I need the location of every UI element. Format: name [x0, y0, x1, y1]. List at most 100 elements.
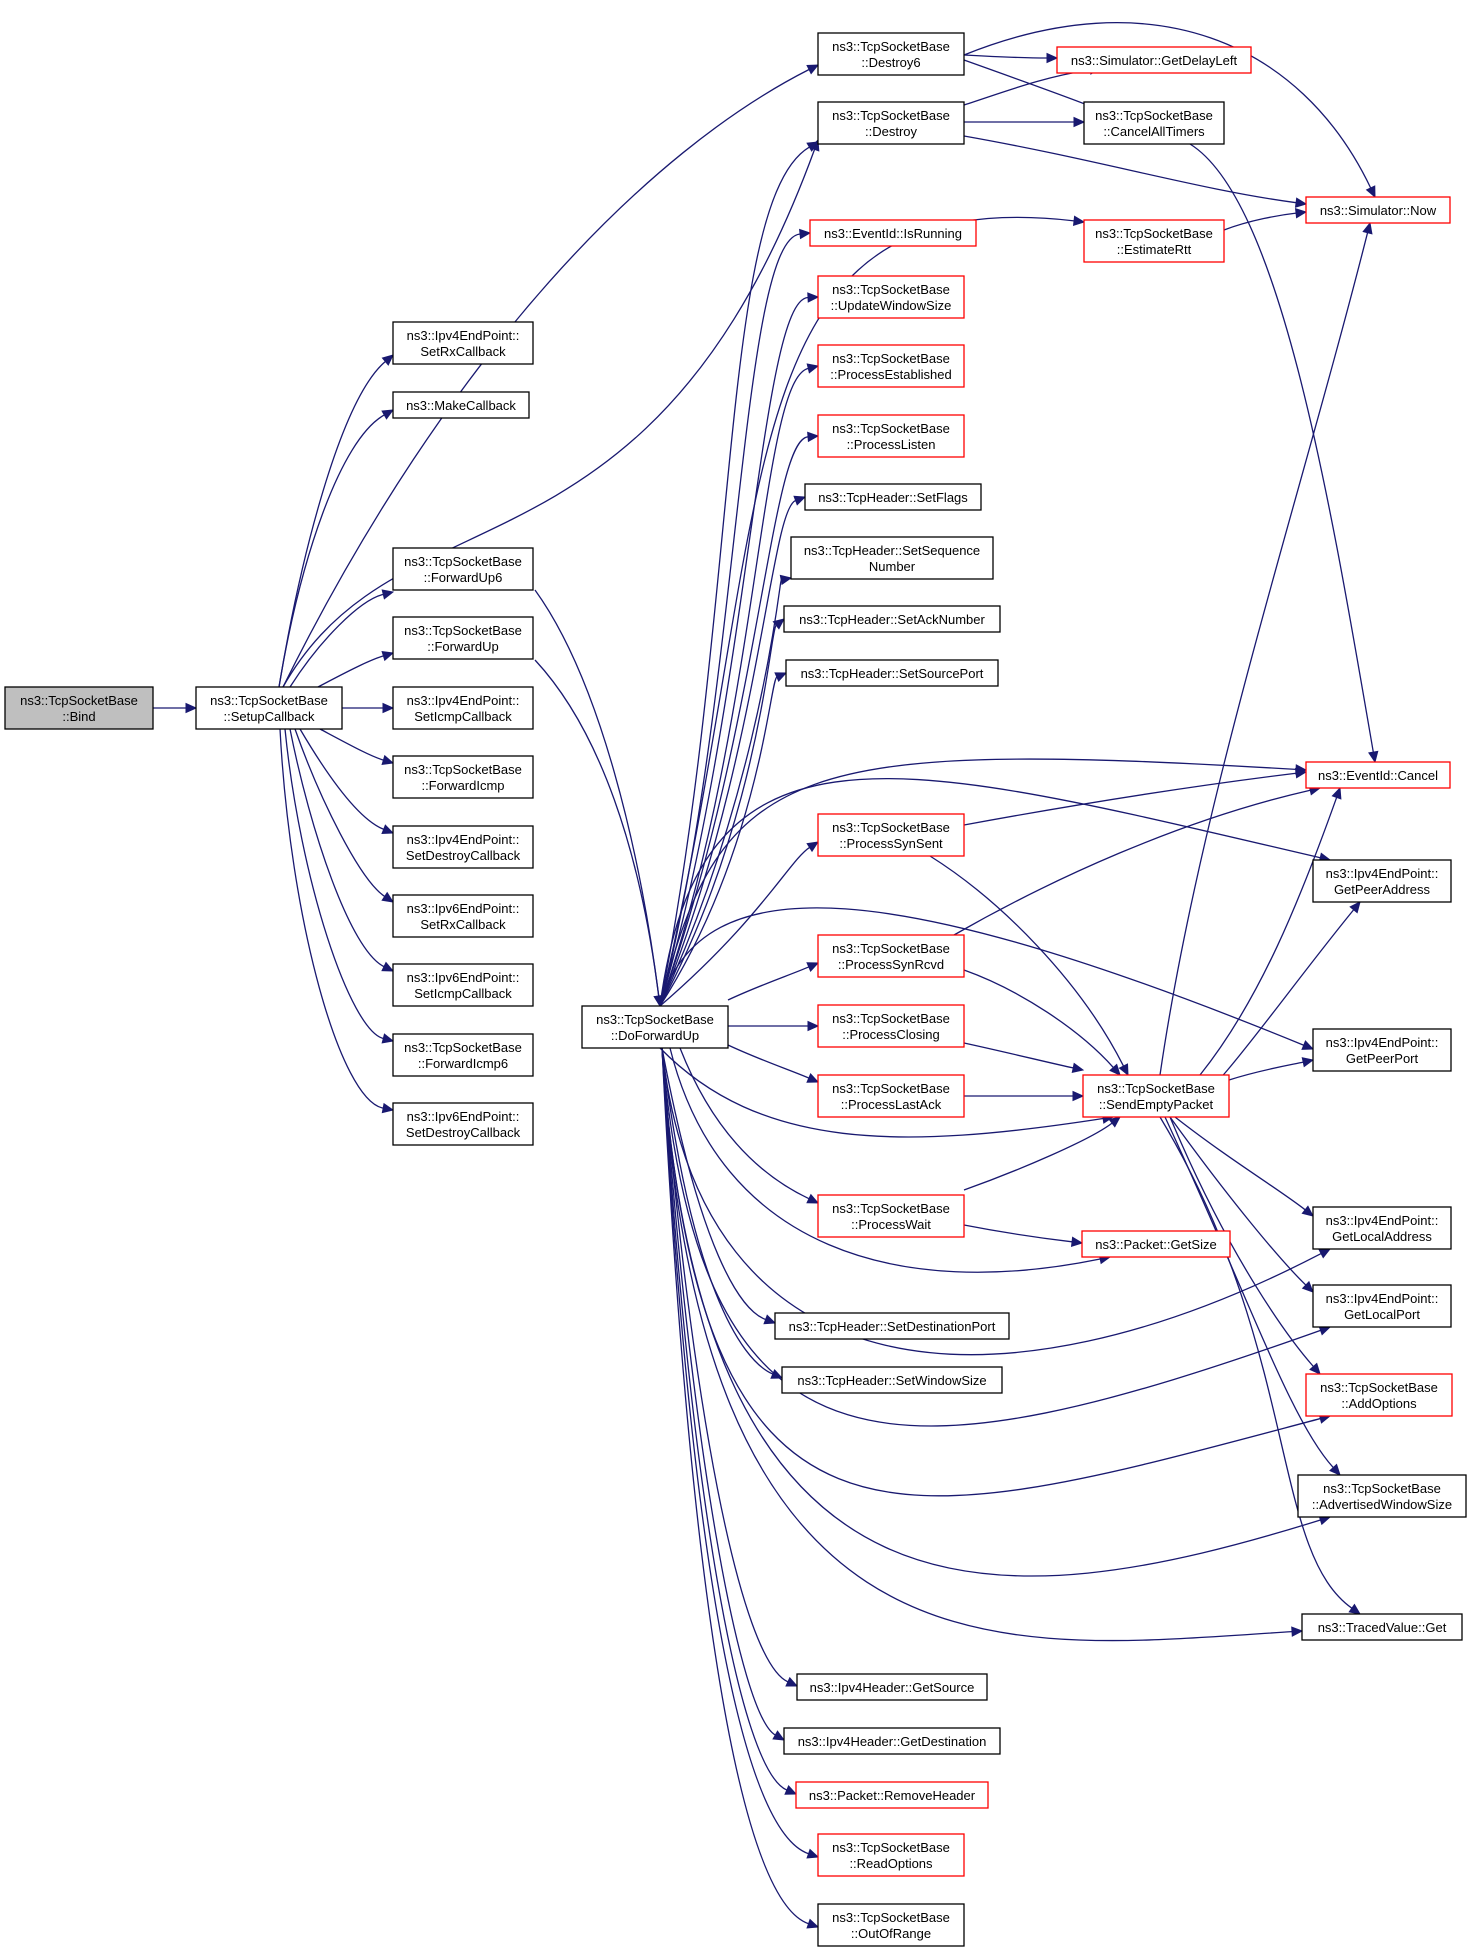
- node-box[interactable]: [783, 1727, 1001, 1755]
- node-box[interactable]: [1305, 761, 1451, 789]
- node-box[interactable]: [817, 101, 965, 145]
- node-box[interactable]: [774, 1312, 1010, 1340]
- node-bind[interactable]: ns3::TcpSocketBase::Bind: [4, 686, 154, 730]
- node-fwdicmp[interactable]: ns3::TcpSocketBase::ForwardIcmp: [392, 755, 534, 799]
- node-box[interactable]: [817, 1903, 965, 1947]
- node-box[interactable]: [817, 32, 965, 76]
- node-box[interactable]: [1056, 46, 1252, 74]
- node-box[interactable]: [392, 1102, 534, 1146]
- node-getdest[interactable]: ns3::Ipv4Header::GetDestination: [783, 1727, 1001, 1755]
- node-addoptions[interactable]: ns3::TcpSocketBase::AddOptions: [1305, 1373, 1453, 1417]
- node-getpeerport[interactable]: ns3::Ipv4EndPoint::GetPeerPort: [1312, 1028, 1452, 1072]
- node-box[interactable]: [809, 219, 977, 247]
- node-box[interactable]: [1305, 196, 1451, 224]
- node-procsynrcvd[interactable]: ns3::TcpSocketBase::ProcessSynRcvd: [817, 934, 965, 978]
- node-evcancel[interactable]: ns3::EventId::Cancel: [1305, 761, 1451, 789]
- node-box[interactable]: [392, 1033, 534, 1077]
- node-ipv6setrx[interactable]: ns3::Ipv6EndPoint::SetRxCallback: [392, 894, 534, 938]
- node-box[interactable]: [1312, 1028, 1452, 1072]
- node-destroy6[interactable]: ns3::TcpSocketBase::Destroy6: [817, 32, 965, 76]
- node-simnow[interactable]: ns3::Simulator::Now: [1305, 196, 1451, 224]
- node-procclosing[interactable]: ns3::TcpSocketBase::ProcessClosing: [817, 1004, 965, 1048]
- node-box[interactable]: [1082, 1074, 1230, 1118]
- node-setdstport[interactable]: ns3::TcpHeader::SetDestinationPort: [774, 1312, 1010, 1340]
- node-box[interactable]: [817, 414, 965, 458]
- node-box[interactable]: [392, 755, 534, 799]
- node-setwinsize[interactable]: ns3::TcpHeader::SetWindowSize: [781, 1366, 1003, 1394]
- node-fwdup6[interactable]: ns3::TcpSocketBase::ForwardUp6: [392, 547, 534, 591]
- node-box[interactable]: [785, 659, 999, 687]
- node-destroy[interactable]: ns3::TcpSocketBase::Destroy: [817, 101, 965, 145]
- node-box[interactable]: [817, 1833, 965, 1877]
- node-setsrcport[interactable]: ns3::TcpHeader::SetSourcePort: [785, 659, 999, 687]
- node-box[interactable]: [1297, 1474, 1467, 1518]
- node-box[interactable]: [817, 1074, 965, 1118]
- node-box[interactable]: [392, 894, 534, 938]
- node-box[interactable]: [1083, 101, 1225, 145]
- node-sendempty[interactable]: ns3::TcpSocketBase::SendEmptyPacket: [1082, 1074, 1230, 1118]
- node-box[interactable]: [795, 1781, 989, 1809]
- node-outofrange[interactable]: ns3::TcpSocketBase::OutOfRange: [817, 1903, 965, 1947]
- node-ipv4setdestroy[interactable]: ns3::Ipv4EndPoint::SetDestroyCallback: [392, 825, 534, 869]
- node-makecb[interactable]: ns3::MakeCallback: [392, 391, 530, 419]
- node-box[interactable]: [790, 536, 994, 580]
- node-box[interactable]: [817, 275, 965, 319]
- node-box[interactable]: [392, 547, 534, 591]
- node-box[interactable]: [1312, 859, 1452, 903]
- node-updatewin[interactable]: ns3::TcpSocketBase::UpdateWindowSize: [817, 275, 965, 319]
- node-tracedget[interactable]: ns3::TracedValue::Get: [1301, 1613, 1463, 1641]
- node-box[interactable]: [796, 1673, 988, 1701]
- node-getlocalport[interactable]: ns3::Ipv4EndPoint::GetLocalPort: [1312, 1284, 1452, 1328]
- node-fwdup[interactable]: ns3::TcpSocketBase::ForwardUp: [392, 616, 534, 660]
- node-getpeeraddr[interactable]: ns3::Ipv4EndPoint::GetPeerAddress: [1312, 859, 1452, 903]
- node-box[interactable]: [1301, 1613, 1463, 1641]
- node-box[interactable]: [4, 686, 154, 730]
- node-box[interactable]: [817, 1004, 965, 1048]
- node-box[interactable]: [392, 963, 534, 1007]
- node-procest[interactable]: ns3::TcpSocketBase::ProcessEstablished: [817, 344, 965, 388]
- node-removeheader[interactable]: ns3::Packet::RemoveHeader: [795, 1781, 989, 1809]
- node-getdelayleft[interactable]: ns3::Simulator::GetDelayLeft: [1056, 46, 1252, 74]
- node-box[interactable]: [783, 605, 1001, 633]
- node-box[interactable]: [392, 825, 534, 869]
- node-box[interactable]: [392, 321, 534, 365]
- node-box[interactable]: [392, 686, 534, 730]
- node-getsize[interactable]: ns3::Packet::GetSize: [1081, 1230, 1231, 1258]
- node-doforwardup[interactable]: ns3::TcpSocketBase::DoForwardUp: [581, 1005, 729, 1049]
- node-box[interactable]: [1305, 1373, 1453, 1417]
- node-procwait[interactable]: ns3::TcpSocketBase::ProcessWait: [817, 1194, 965, 1238]
- node-readoptions[interactable]: ns3::TcpSocketBase::ReadOptions: [817, 1833, 965, 1877]
- node-setupcb[interactable]: ns3::TcpSocketBase::SetupCallback: [195, 686, 343, 730]
- node-box[interactable]: [781, 1366, 1003, 1394]
- node-setflags[interactable]: ns3::TcpHeader::SetFlags: [804, 483, 982, 511]
- node-box[interactable]: [1081, 1230, 1231, 1258]
- node-advwin[interactable]: ns3::TcpSocketBase::AdvertisedWindowSize: [1297, 1474, 1467, 1518]
- node-box[interactable]: [195, 686, 343, 730]
- node-box[interactable]: [817, 1194, 965, 1238]
- node-box[interactable]: [392, 616, 534, 660]
- node-box[interactable]: [1083, 219, 1225, 263]
- node-box[interactable]: [1312, 1284, 1452, 1328]
- node-box[interactable]: [817, 813, 965, 857]
- node-ipv4seticmp[interactable]: ns3::Ipv4EndPoint::SetIcmpCallback: [392, 686, 534, 730]
- node-procsynsent[interactable]: ns3::TcpSocketBase::ProcessSynSent: [817, 813, 965, 857]
- node-getsource[interactable]: ns3::Ipv4Header::GetSource: [796, 1673, 988, 1701]
- node-proclisten[interactable]: ns3::TcpSocketBase::ProcessListen: [817, 414, 965, 458]
- node-fwdicmp6[interactable]: ns3::TcpSocketBase::ForwardIcmp6: [392, 1033, 534, 1077]
- node-estimatertt[interactable]: ns3::TcpSocketBase::EstimateRtt: [1083, 219, 1225, 263]
- node-isrunning[interactable]: ns3::EventId::IsRunning: [809, 219, 977, 247]
- node-cancelall[interactable]: ns3::TcpSocketBase::CancelAllTimers: [1083, 101, 1225, 145]
- node-ipv4setrx[interactable]: ns3::Ipv4EndPoint::SetRxCallback: [392, 321, 534, 365]
- node-setack[interactable]: ns3::TcpHeader::SetAckNumber: [783, 605, 1001, 633]
- node-proclastack[interactable]: ns3::TcpSocketBase::ProcessLastAck: [817, 1074, 965, 1118]
- node-ipv6setdestroy[interactable]: ns3::Ipv6EndPoint::SetDestroyCallback: [392, 1102, 534, 1146]
- node-box[interactable]: [817, 934, 965, 978]
- node-box[interactable]: [392, 391, 530, 419]
- node-box[interactable]: [581, 1005, 729, 1049]
- node-box[interactable]: [817, 344, 965, 388]
- node-ipv6seticmp[interactable]: ns3::Ipv6EndPoint::SetIcmpCallback: [392, 963, 534, 1007]
- node-box[interactable]: [1312, 1206, 1452, 1250]
- node-box[interactable]: [804, 483, 982, 511]
- node-getlocaladdr[interactable]: ns3::Ipv4EndPoint::GetLocalAddress: [1312, 1206, 1452, 1250]
